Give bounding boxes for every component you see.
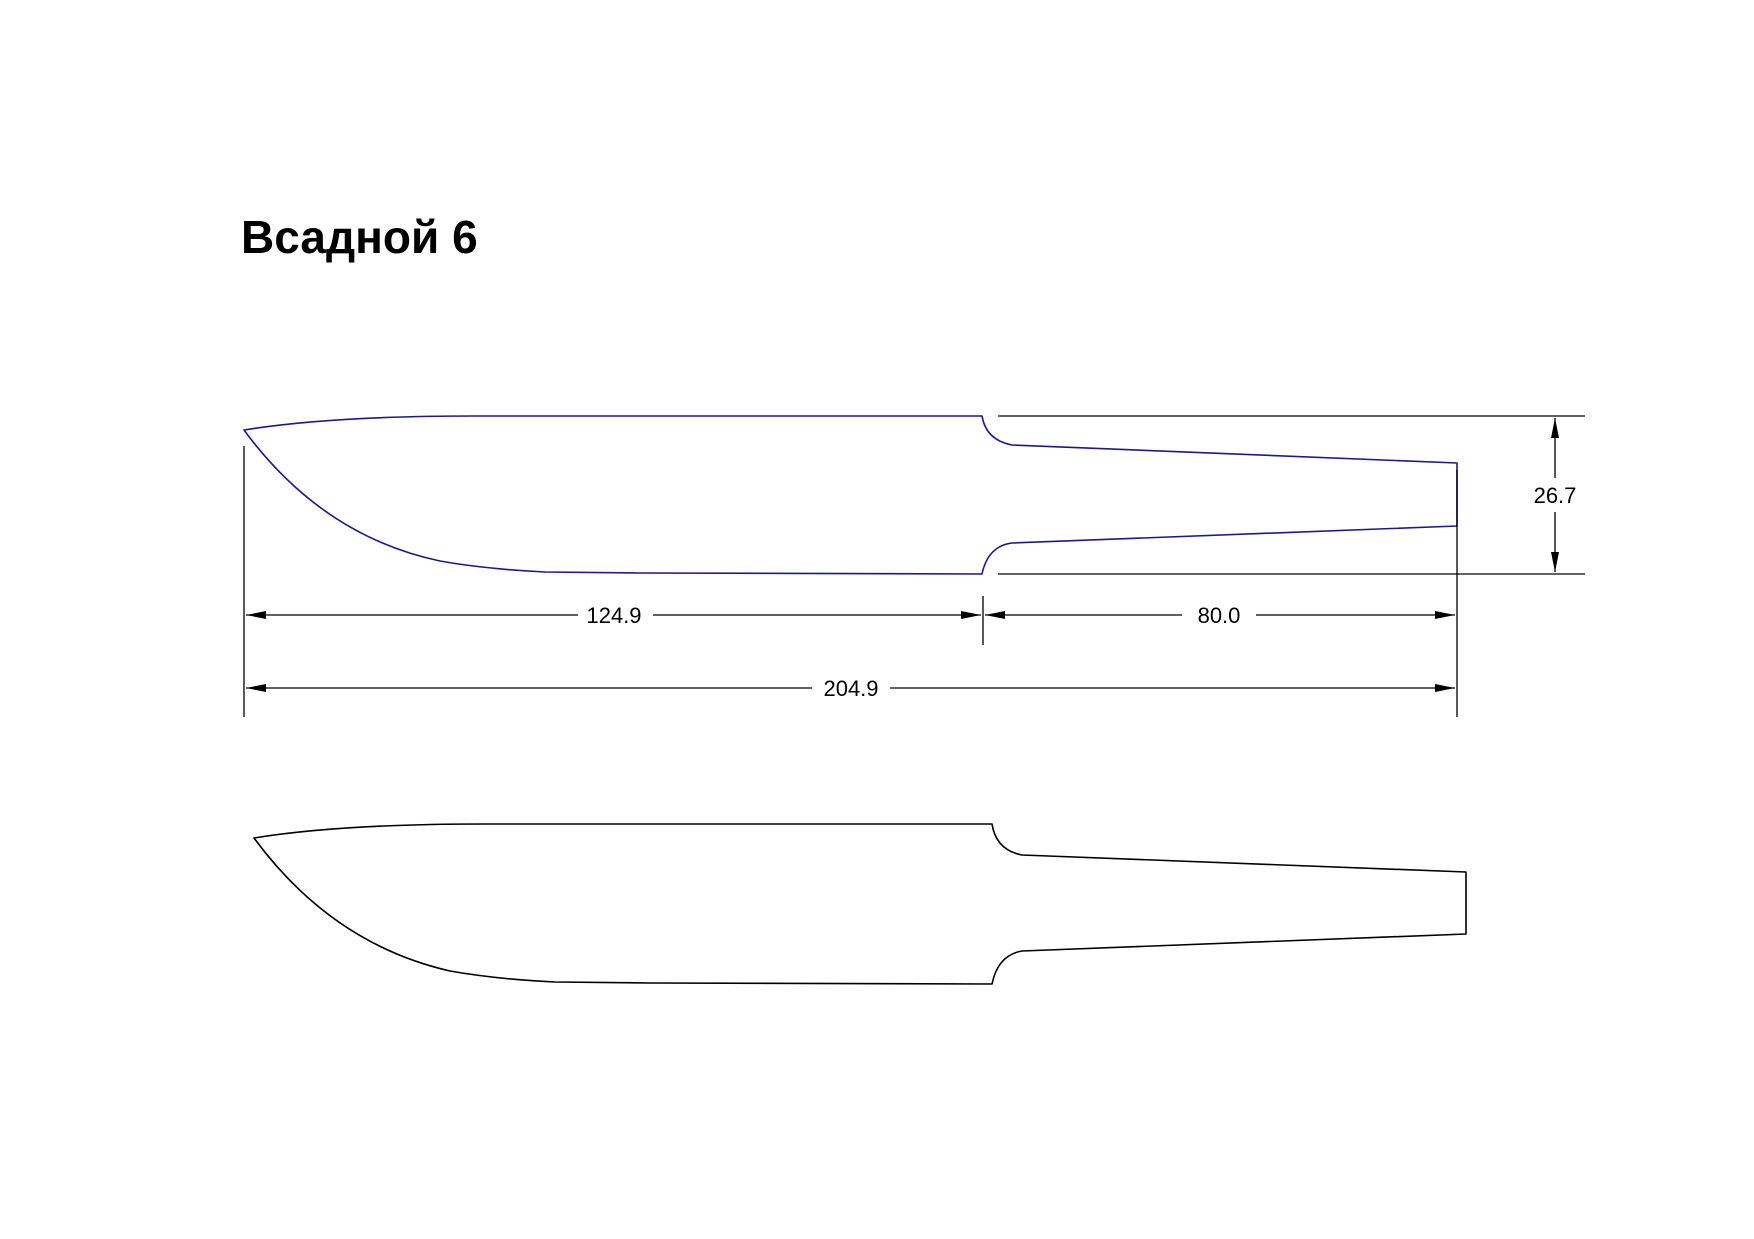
dimensioned-knife-outline [243, 415, 1458, 575]
dimension-tang-length: 80.0 [1198, 603, 1241, 628]
page-title: Всадной 6 [241, 211, 478, 263]
dimension-blade-length: 124.9 [586, 603, 641, 628]
template-knife-outline [253, 823, 1467, 985]
dimension-blade-height: 26.7 [1534, 483, 1577, 508]
dimension-overall-length: 204.9 [823, 676, 878, 701]
